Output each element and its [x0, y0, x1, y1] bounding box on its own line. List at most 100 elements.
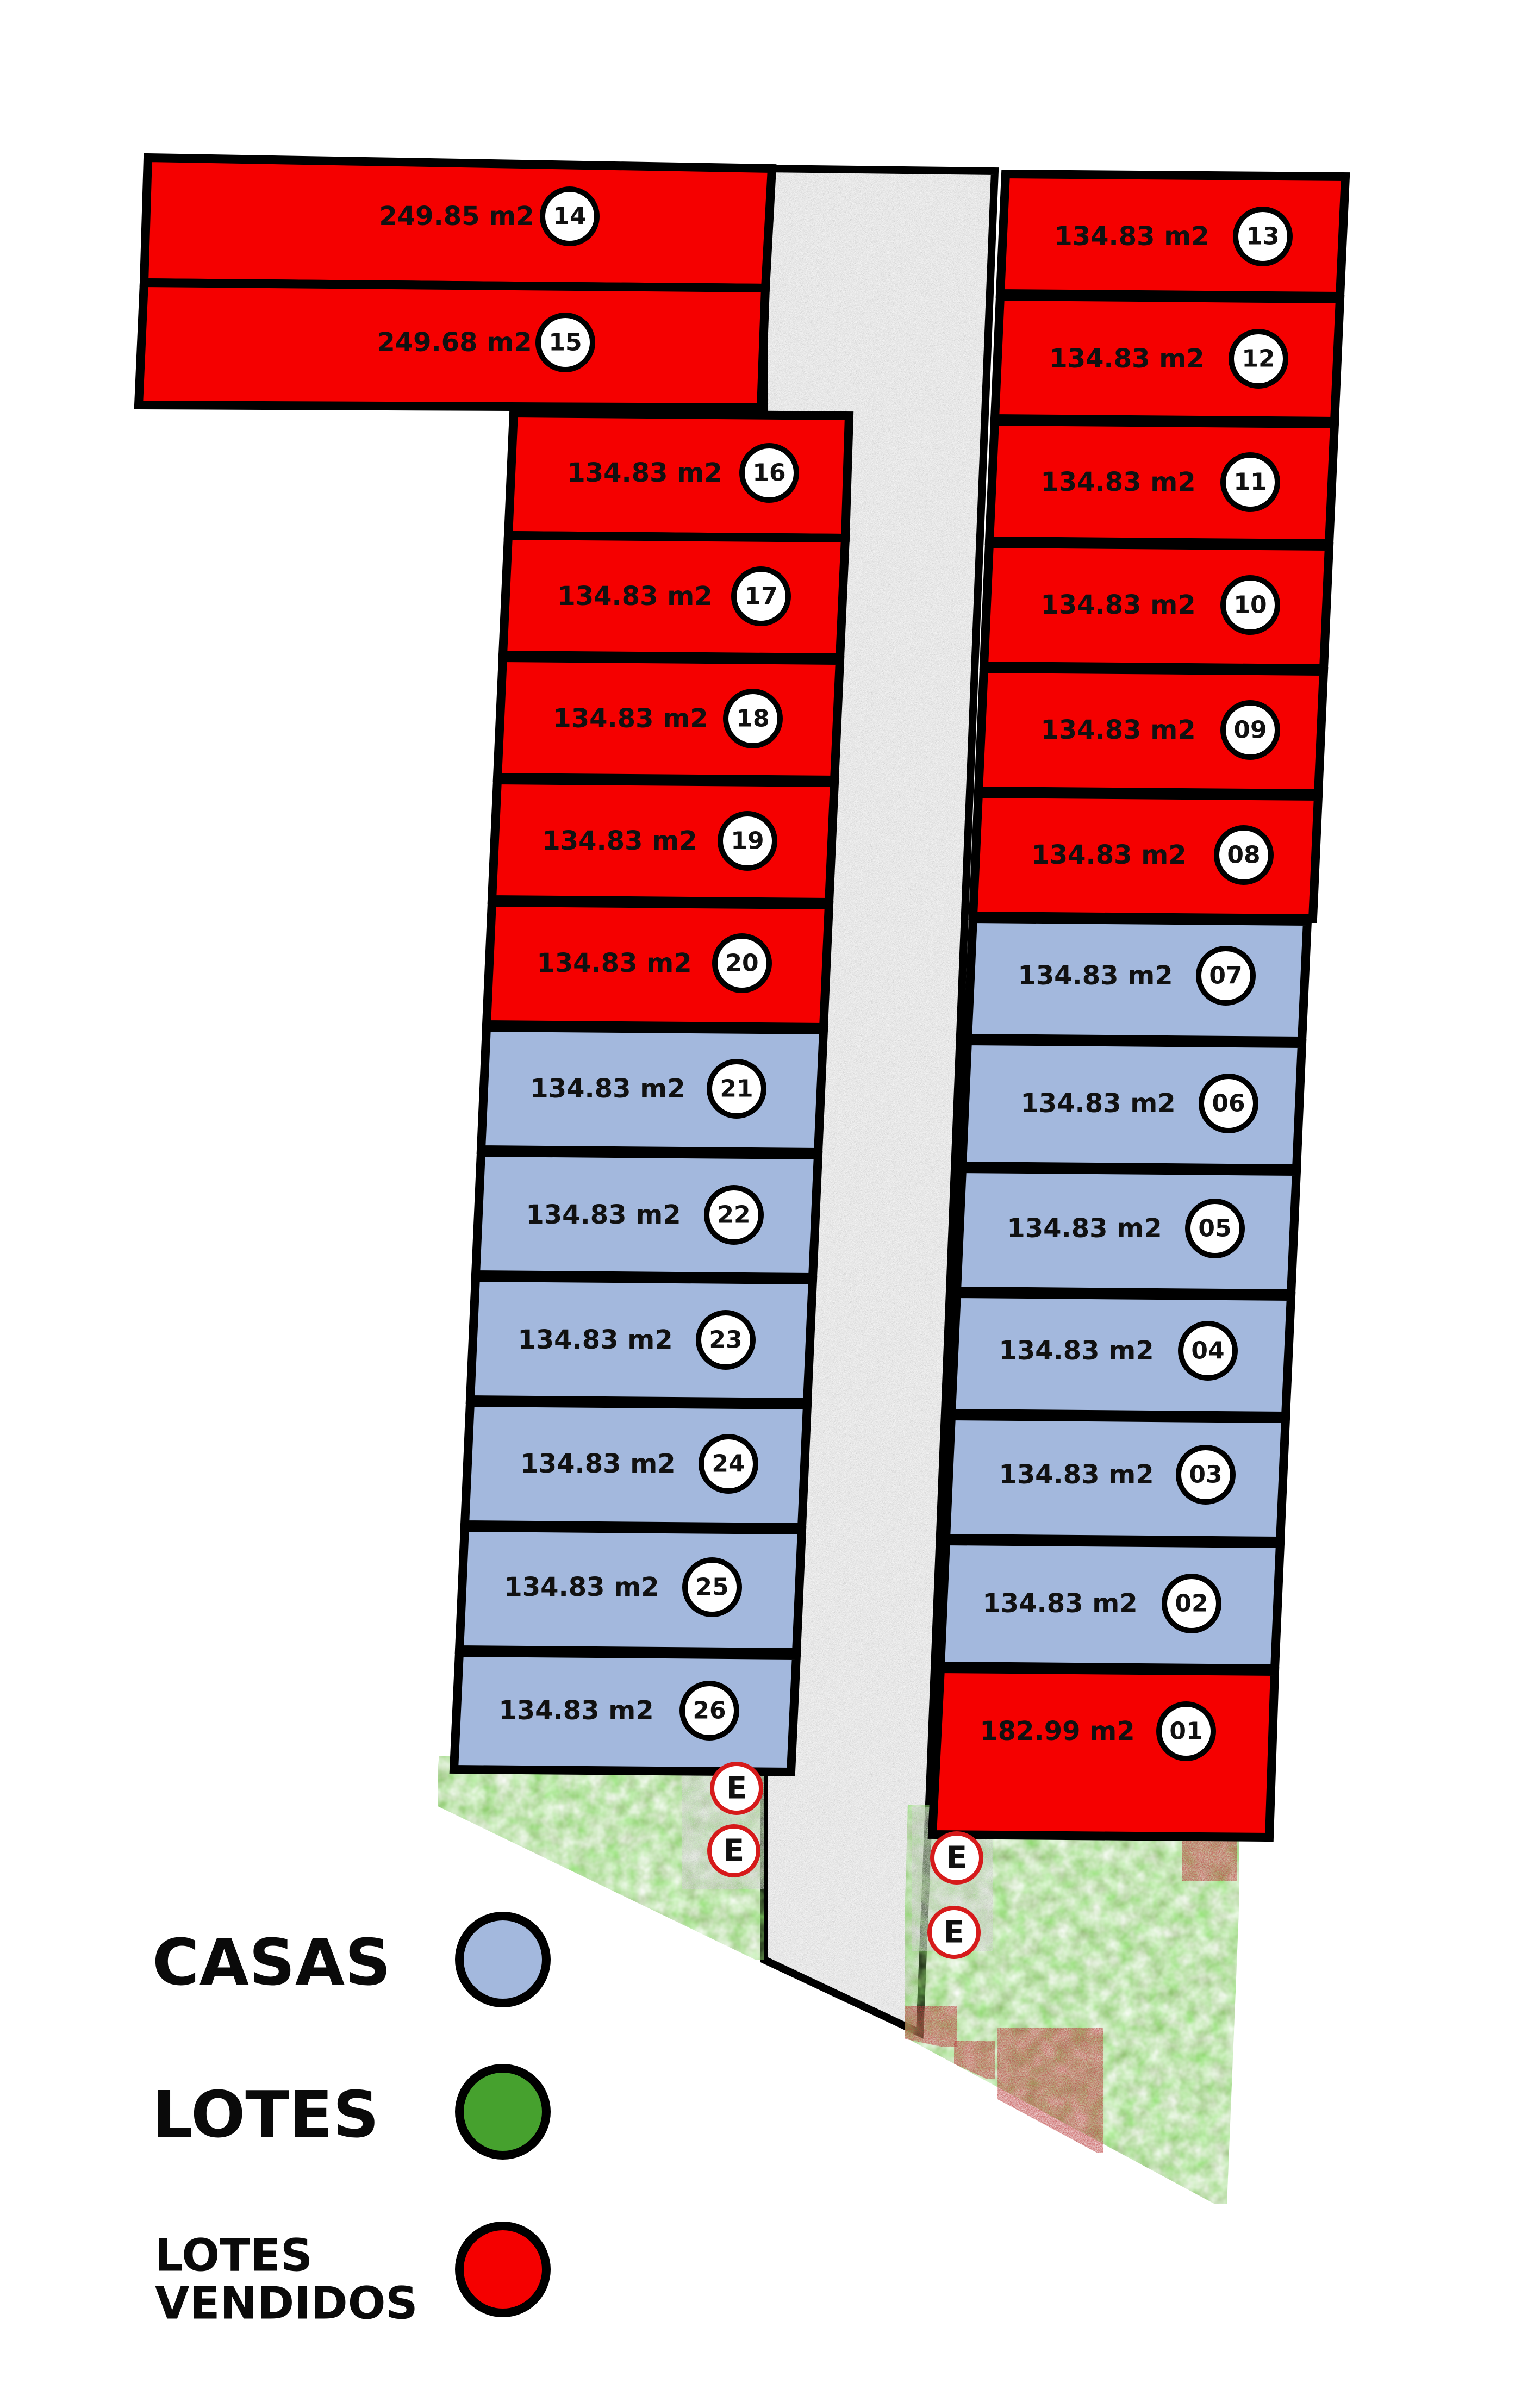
parking-letter: E — [724, 1833, 744, 1869]
lot-number: 12 — [1242, 345, 1275, 373]
lot-05[interactable]: 134.83 m2 05 — [952, 1164, 1301, 1299]
parking-letter: E — [726, 1771, 747, 1806]
lot-area-label: 249.68 m2 — [377, 327, 532, 358]
lot-number-badge — [1156, 1701, 1216, 1761]
lot-15[interactable]: 249.68 m2 15 — [134, 278, 770, 413]
parking-badge — [927, 1906, 981, 1959]
lot-area-label: 134.83 m2 — [542, 826, 697, 856]
lot-number: 18 — [736, 705, 769, 733]
lot-number-badge — [1185, 1199, 1245, 1258]
lot-shape — [968, 789, 1323, 924]
lot-number-badge — [1162, 1574, 1221, 1633]
lot-number-badge — [1229, 329, 1288, 389]
lot-area-label: 134.83 m2 — [518, 1325, 672, 1355]
lot-area-label: 134.83 m2 — [982, 1588, 1137, 1619]
legend-swatch — [455, 2222, 551, 2317]
lot-number: 25 — [695, 1574, 728, 1601]
legend-item-lotes: LOTES — [152, 2064, 551, 2160]
lot-number: 20 — [725, 950, 758, 977]
parking-badge — [930, 1831, 983, 1885]
lot-number-badge — [707, 1059, 766, 1119]
lot-area-label: 134.83 m2 — [1040, 715, 1195, 745]
lot-17[interactable]: 134.83 m2 17 — [498, 531, 850, 663]
lot-number-badge — [1220, 575, 1280, 635]
lot-number: 01 — [1169, 1718, 1202, 1745]
lot-26[interactable]: 134.83 m2 26 — [449, 1648, 801, 1777]
lot-number: 16 — [752, 459, 785, 487]
lot-number: 10 — [1233, 591, 1267, 619]
lot-number-badge — [1220, 452, 1280, 512]
lot-area-label: 134.83 m2 — [1018, 960, 1173, 991]
lot-number-badge — [1176, 1445, 1236, 1505]
lot-area-label: 134.83 m2 — [1040, 590, 1195, 620]
lot-number: 24 — [712, 1450, 745, 1478]
lot-number: 06 — [1212, 1090, 1245, 1118]
lot-number-badge — [731, 566, 791, 626]
lot-area-label: 134.83 m2 — [498, 1695, 653, 1726]
legend-label: CASAS — [152, 1925, 391, 2000]
lot-area-label: 134.83 m2 — [567, 458, 722, 488]
lot-area-label: 134.83 m2 — [999, 1336, 1154, 1366]
lot-number: 23 — [709, 1326, 742, 1354]
parking-badge — [710, 1762, 763, 1815]
lot-10[interactable]: 134.83 m2 10 — [979, 539, 1334, 673]
lot-20[interactable]: 134.83 m2 20 — [482, 897, 834, 1032]
lot-11[interactable]: 134.83 m2 11 — [984, 416, 1339, 548]
lot-area-label: 134.83 m2 — [526, 1200, 681, 1230]
lot-number: 21 — [720, 1075, 753, 1103]
dark-block-b — [902, 2002, 961, 2051]
lot-number-badge — [682, 1557, 742, 1617]
lot-area-label: 134.83 m2 — [1040, 467, 1195, 497]
lot-number: 17 — [744, 583, 777, 610]
lot-number: 15 — [548, 329, 582, 357]
legend-label: LOTES — [155, 2230, 313, 2282]
lot-area-label: 134.83 m2 — [1007, 1213, 1162, 1244]
lot-03[interactable]: 134.83 m2 03 — [941, 1411, 1290, 1546]
parking-marker: E — [707, 1824, 760, 1877]
lot-22[interactable]: 134.83 m2 22 — [471, 1147, 823, 1282]
lot-23[interactable]: 134.83 m2 23 — [465, 1272, 818, 1407]
lot-number: 03 — [1189, 1461, 1222, 1489]
lot-number: 26 — [693, 1697, 726, 1725]
parking-badge — [707, 1824, 760, 1877]
lot-number-badge — [723, 689, 783, 748]
lot-area-label: 134.83 m2 — [999, 1459, 1154, 1490]
lot-02[interactable]: 134.83 m2 02 — [936, 1536, 1285, 1674]
lot-number: 02 — [1175, 1590, 1208, 1618]
legend-label-line2: VENDIDOS — [155, 2278, 418, 2330]
legend-swatch — [455, 2064, 551, 2160]
lot-16[interactable]: 134.83 m2 16 — [503, 408, 854, 543]
lot-number-badge — [1220, 700, 1280, 760]
lot-24[interactable]: 134.83 m2 24 — [460, 1398, 812, 1532]
lot-number: 05 — [1198, 1215, 1231, 1243]
lot-number-badge — [1199, 1074, 1258, 1133]
lot-area-label: 134.83 m2 — [520, 1449, 675, 1479]
lot-area-label: 134.83 m2 — [557, 581, 712, 612]
lot-number: 22 — [717, 1201, 750, 1229]
lot-number-badge — [704, 1185, 764, 1245]
lot-number-badge — [679, 1681, 739, 1741]
lot-number: 11 — [1233, 469, 1267, 496]
lot-area-label: 134.83 m2 — [537, 948, 691, 978]
lot-number-badge — [1196, 946, 1256, 1006]
lot-01[interactable]: 182.99 m2 01 — [927, 1664, 1280, 1842]
lot-07[interactable]: 134.83 m2 07 — [963, 914, 1312, 1046]
lot-number: 13 — [1246, 223, 1279, 251]
lot-number: 14 — [553, 203, 586, 230]
lot-number: 07 — [1209, 962, 1242, 990]
dark-block-d — [994, 2024, 1107, 2159]
lot-area-label: 182.99 m2 — [980, 1716, 1134, 1746]
